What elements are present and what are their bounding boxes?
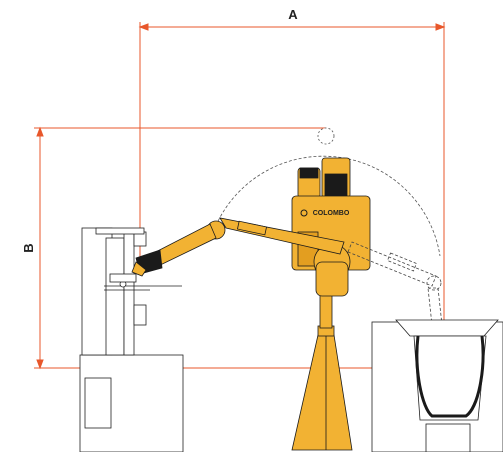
ghost-forearm xyxy=(427,287,447,363)
robot-motor-right-cap xyxy=(324,173,348,197)
furnace-crucible-outer xyxy=(413,335,487,421)
dimension-a-label: A xyxy=(288,7,298,22)
furnace-crucible-wall xyxy=(415,335,485,418)
machine-die-right xyxy=(123,229,135,356)
ghost-elbow-joint xyxy=(426,275,442,291)
robot-gripper xyxy=(131,261,147,277)
robot-shoulder-lower xyxy=(315,261,349,297)
ghost-upper-arm-slot xyxy=(387,252,417,272)
robot-arm xyxy=(131,217,345,277)
robot-column-post xyxy=(319,291,333,329)
robot-motor-left-cap xyxy=(299,167,319,179)
machine-frame-top xyxy=(95,227,145,235)
dimension-a xyxy=(138,22,446,375)
machine-die-left xyxy=(105,237,125,356)
machine-ejector xyxy=(109,273,137,283)
robot-upper-arm-slot xyxy=(236,220,268,236)
robot-column-legs xyxy=(291,334,353,451)
robot-arm-ghost xyxy=(347,241,447,363)
reach-arc xyxy=(213,155,441,257)
dimension-a-right-arrow xyxy=(435,23,446,31)
die-casting-machine xyxy=(79,227,184,452)
machine-tie-bar-mid xyxy=(133,304,147,326)
dimension-a-left-arrow xyxy=(138,23,149,31)
holding-furnace xyxy=(371,319,503,452)
dimension-b-label: B xyxy=(21,243,36,252)
robot-column xyxy=(291,291,353,451)
furnace-rim xyxy=(395,319,499,337)
reach-top-joint xyxy=(317,127,335,145)
robot-brand-label: COLOMBO xyxy=(313,210,350,217)
robot-brand-logo-icon xyxy=(300,209,308,217)
furnace-foot xyxy=(425,423,471,452)
dimension-b-top-arrow xyxy=(36,126,44,137)
dimension-b-bottom-arrow xyxy=(36,359,44,370)
robot-body xyxy=(291,157,371,297)
machine-panel xyxy=(84,377,112,429)
ghost-upper-arm xyxy=(347,241,437,287)
